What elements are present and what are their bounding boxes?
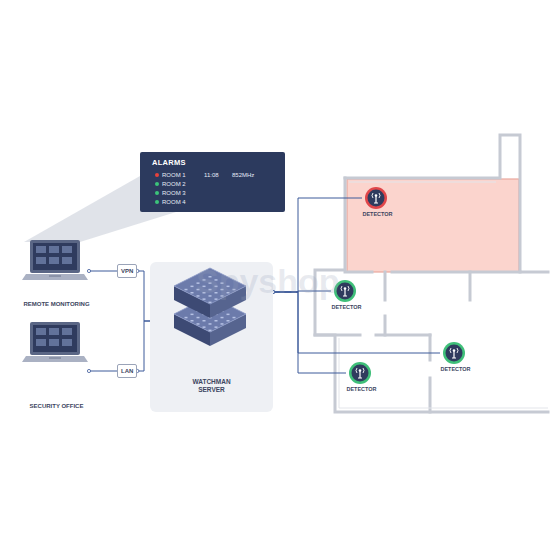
connector-line (89, 371, 117, 372)
status-dot (155, 182, 159, 186)
panel-heading: ALARMS (152, 159, 186, 167)
detector-node: DETECTOR (356, 186, 399, 220)
alarm-entry: ROOM 4 (162, 199, 186, 205)
connector-line (137, 271, 150, 321)
status-dot (155, 191, 159, 195)
alarm-entry: 852MHz (232, 172, 254, 178)
node-label: SECURITY OFFICE (18, 403, 95, 410)
detector-node: DETECTOR (434, 341, 477, 375)
node-label: DETECTOR (434, 367, 477, 373)
detector-icon (364, 186, 388, 210)
status-dot (155, 200, 159, 204)
detector-icon (348, 361, 372, 385)
laptop-node: SECURITY OFFICE (18, 318, 95, 410)
node-label: VPN (121, 268, 133, 274)
connector-line (137, 321, 150, 371)
laptop-icon (22, 236, 88, 286)
connector-line (89, 271, 117, 272)
alarm-entry: ROOM 1 (162, 172, 186, 178)
node-label: LAN (121, 368, 133, 374)
alarm-entry: 11:08 (204, 172, 219, 178)
node-label: DETECTOR (340, 387, 383, 393)
node-label: DETECTOR (356, 212, 399, 218)
walls (315, 135, 548, 412)
alarm-panel: ALARMS ROOM 1 11:08 852MHzROOM 2 ROOM 3 ROOM … (140, 152, 285, 212)
alarm-entry: ROOM 2 (162, 181, 186, 187)
alarm-room (347, 179, 519, 272)
detector-icon (442, 341, 466, 365)
laptop-icon (22, 318, 88, 368)
wall-inner (339, 182, 548, 408)
network-tag: LAN (117, 364, 137, 378)
node-label: DETECTOR (325, 305, 368, 311)
node-label: REMOTE MONITORING (18, 301, 95, 308)
alarm-entry: ROOM 3 (162, 190, 186, 196)
status-dot (155, 173, 159, 177)
connector-dot (87, 269, 90, 272)
connector-dot (87, 369, 90, 372)
watermark: Spyshop (196, 262, 340, 301)
detector-node: DETECTOR (340, 361, 383, 395)
node-label: WATCHMAN SERVER (150, 378, 273, 394)
laptop-node: REMOTE MONITORING (18, 236, 95, 308)
alarm-room-border (347, 179, 519, 272)
network-tag: VPN (117, 264, 137, 278)
